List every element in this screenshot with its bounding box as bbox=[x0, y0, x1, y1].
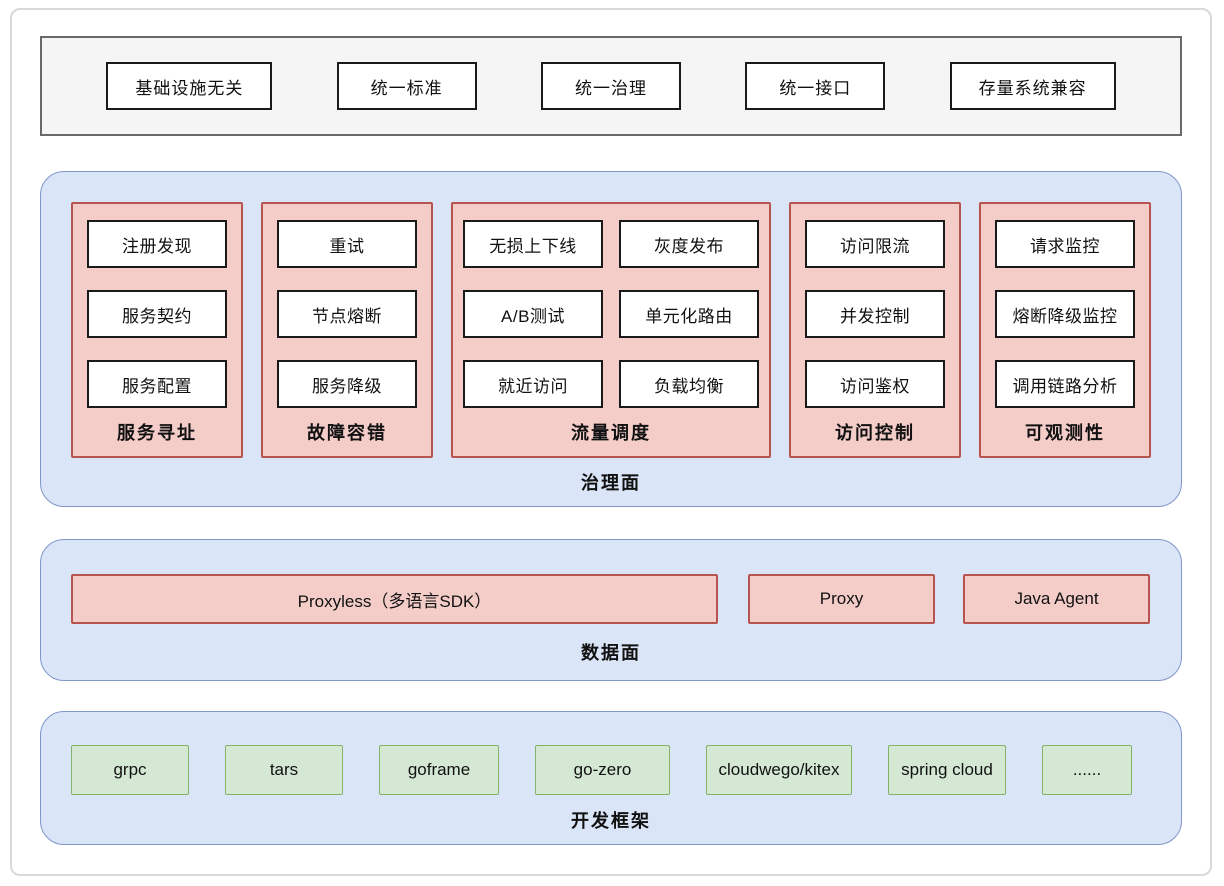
capability-box: 服务降级 bbox=[277, 360, 417, 408]
capability-box: 服务契约 bbox=[87, 290, 227, 338]
capability-box: 节点熔断 bbox=[277, 290, 417, 338]
governance-plane-label: 治理面 bbox=[581, 473, 641, 493]
capability-box: 熔断降级监控 bbox=[995, 290, 1135, 338]
data-plane-box-proxy: Proxy bbox=[748, 574, 935, 624]
requirement-box-unified-governance: 统一治理 bbox=[540, 62, 681, 110]
pillar-label: 流量调度 bbox=[571, 423, 651, 443]
requirements-bar: 基础设施无关 统一标准 统一治理 统一接口 存量系统兼容 bbox=[40, 36, 1182, 136]
data-plane: Proxyless（多语言SDK） Proxy Java Agent 数据面 bbox=[40, 539, 1182, 681]
capability-box: 访问限流 bbox=[805, 220, 945, 268]
capability-box: 重试 bbox=[277, 220, 417, 268]
framework-box-tars: tars bbox=[225, 745, 343, 795]
data-plane-box-proxyless: Proxyless（多语言SDK） bbox=[71, 574, 718, 624]
framework-row: grpc tars goframe go-zero cloudwego/kite… bbox=[71, 745, 1151, 795]
data-plane-label: 数据面 bbox=[581, 643, 641, 663]
capability-box: 就近访问 bbox=[463, 360, 603, 408]
capability-box: 调用链路分析 bbox=[995, 360, 1135, 408]
governance-plane: 注册发现 服务契约 服务配置 服务寻址 重试 节点熔断 服务降级 故障容错 无损… bbox=[40, 171, 1182, 507]
requirement-box-unified-standard: 统一标准 bbox=[336, 62, 477, 110]
framework-box-spring-cloud: spring cloud bbox=[888, 745, 1006, 795]
pillar-service-addressing: 注册发现 服务契约 服务配置 服务寻址 bbox=[71, 202, 243, 458]
governance-columns: 注册发现 服务契约 服务配置 服务寻址 重试 节点熔断 服务降级 故障容错 无损… bbox=[71, 202, 1151, 458]
framework-box-goframe: goframe bbox=[379, 745, 499, 795]
data-plane-row: Proxyless（多语言SDK） Proxy Java Agent bbox=[71, 574, 1151, 624]
capability-box: 请求监控 bbox=[995, 220, 1135, 268]
requirement-box-legacy-compat: 存量系统兼容 bbox=[949, 62, 1116, 110]
capability-box: 注册发现 bbox=[87, 220, 227, 268]
capability-box: 负载均衡 bbox=[619, 360, 759, 408]
capability-box: 访问鉴权 bbox=[805, 360, 945, 408]
capability-box: 灰度发布 bbox=[619, 220, 759, 268]
requirement-box-infra-agnostic: 基础设施无关 bbox=[106, 62, 273, 110]
framework-box-cloudwego-kitex: cloudwego/kitex bbox=[706, 745, 852, 795]
capability-box: 服务配置 bbox=[87, 360, 227, 408]
framework-box-more: ...... bbox=[1042, 745, 1132, 795]
data-plane-box-java-agent: Java Agent bbox=[963, 574, 1150, 624]
pillar-label: 可观测性 bbox=[1025, 423, 1105, 443]
capability-box: A/B测试 bbox=[463, 290, 603, 338]
framework-plane-label: 开发框架 bbox=[571, 810, 651, 831]
pillar-label: 故障容错 bbox=[307, 423, 387, 443]
pillar-label: 访问控制 bbox=[835, 423, 915, 443]
framework-plane: grpc tars goframe go-zero cloudwego/kite… bbox=[40, 711, 1182, 845]
pillar-traffic-scheduling: 无损上下线 灰度发布 A/B测试 单元化路由 就近访问 负载均衡 流量调度 bbox=[451, 202, 771, 458]
capability-box: 单元化路由 bbox=[619, 290, 759, 338]
pillar-access-control: 访问限流 并发控制 访问鉴权 访问控制 bbox=[789, 202, 961, 458]
capability-box: 并发控制 bbox=[805, 290, 945, 338]
pillar-observability: 请求监控 熔断降级监控 调用链路分析 可观测性 bbox=[979, 202, 1151, 458]
capability-box: 无损上下线 bbox=[463, 220, 603, 268]
framework-box-go-zero: go-zero bbox=[535, 745, 670, 795]
pillar-fault-tolerance: 重试 节点熔断 服务降级 故障容错 bbox=[261, 202, 433, 458]
pillar-label: 服务寻址 bbox=[117, 423, 197, 443]
requirement-box-unified-interface: 统一接口 bbox=[745, 62, 886, 110]
framework-box-grpc: grpc bbox=[71, 745, 189, 795]
diagram-frame: 基础设施无关 统一标准 统一治理 统一接口 存量系统兼容 注册发现 服务契约 服… bbox=[10, 8, 1212, 876]
